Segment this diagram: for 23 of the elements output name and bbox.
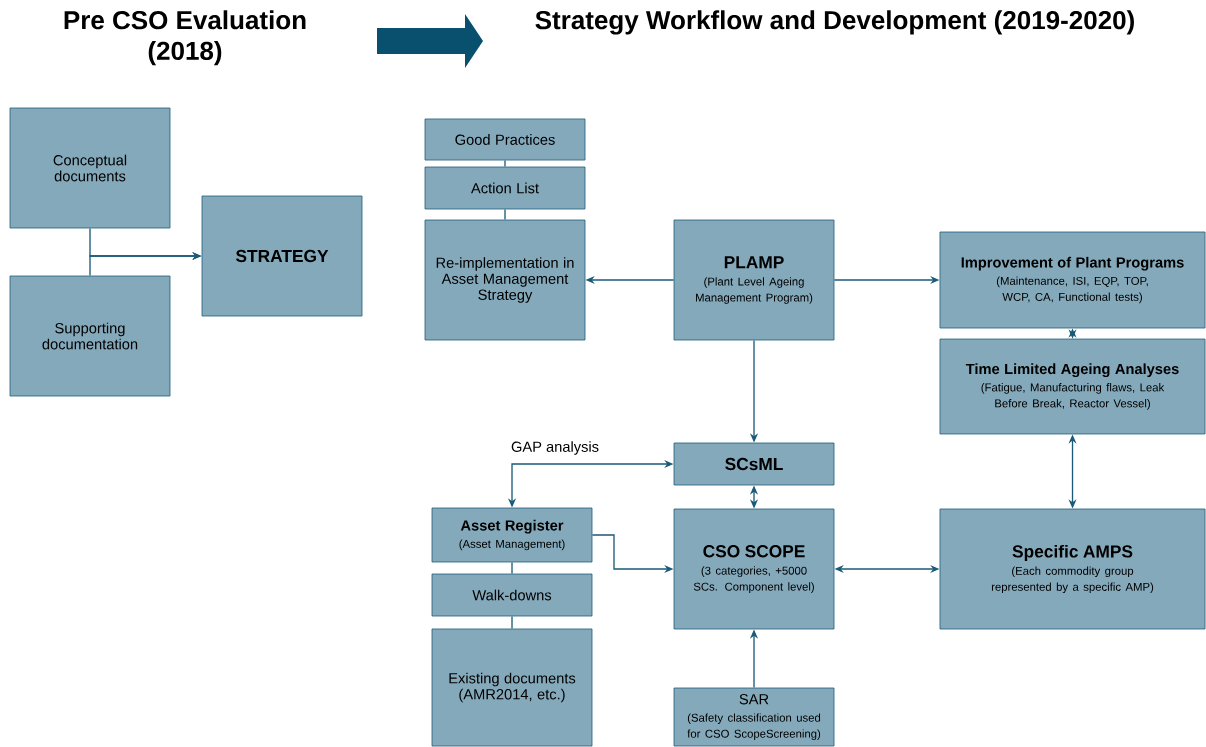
process-box: Improvement of Plant Programs (Maintenance, ISI, EQP, TOP, WCP, CA, Functional tests) (939, 231, 1206, 329)
process-box: SCsML (673, 442, 835, 486)
heading: Strategy Workflow and Development (2019-2020) (535, 10, 1134, 35)
process-box: PLAMP (Plant Level Ageing Management Program) (673, 219, 835, 341)
process-box: Time Limited Ageing Analyses (Fatigue, Manufacturing flaws, Leak Before Break, Reactor Vessel) (939, 338, 1206, 435)
connector-line (511, 615, 513, 630)
process-box: Re-implementation in Asset Management Strategy (424, 219, 586, 341)
process-box: SAR (Safety classification used for CSO ScopeScreening) (673, 687, 835, 747)
process-box: Asset Register (Asset Management) (431, 507, 593, 563)
process-box: Walk-downs (431, 573, 593, 617)
connector-line (504, 208, 506, 221)
process-box: Conceptual documents (9, 107, 171, 229)
heading: Pre CSO Evaluation (2018) (64, 10, 306, 66)
process-box: Specific AMPS (Each commodity group represented by a specific AMP) (939, 508, 1206, 630)
process-box: Action List (424, 166, 586, 210)
connector-line (504, 159, 506, 168)
process-box: STRATEGY (201, 195, 363, 317)
edge-label: GAP analysis (509, 439, 601, 457)
process-box: CSO SCOPE (3 categories, +5000 SCs. Component level) (673, 508, 835, 630)
process-box: Supporting documentation (9, 275, 171, 397)
process-box: Good Practices (424, 118, 586, 161)
process-box: Existing documents (AMR2014, etc.) (431, 628, 593, 747)
connector-line (511, 561, 513, 575)
